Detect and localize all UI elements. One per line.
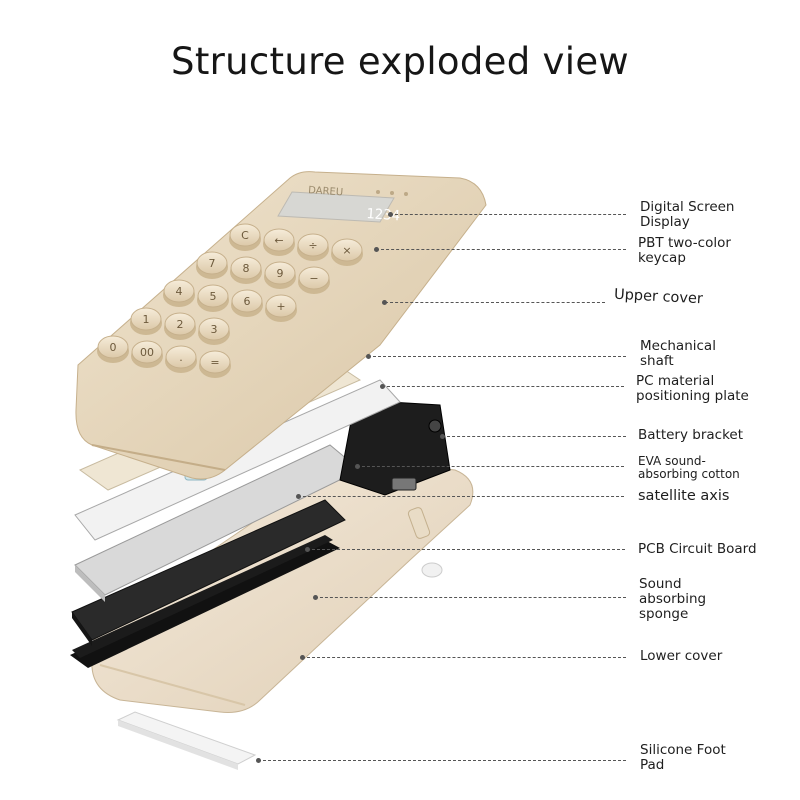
keycap-legend: 1 [143, 313, 150, 326]
battery-bracket-leader [442, 436, 626, 437]
sound-sponge-leader [315, 597, 626, 598]
silicone-foot-dot [256, 758, 261, 763]
upper-cover-dot [382, 300, 387, 305]
digital-screen-leader [390, 214, 626, 215]
silicone-foot-pad-part [116, 711, 257, 770]
keycap: 2 [164, 312, 196, 340]
keycap: 5 [197, 284, 229, 312]
label-mechanical-shaft: Mechanical shaft [640, 338, 716, 369]
keycap: ← [263, 228, 295, 256]
sound-sponge-dot [313, 595, 318, 600]
label-digital-screen: Digital Screen Display [640, 199, 735, 230]
keycap: 9 [264, 261, 296, 289]
keycap-legend: 00 [140, 346, 154, 359]
screen-readout: 1234 [366, 206, 401, 224]
keycap: 00 [131, 340, 163, 368]
sound-absorbing-sponge-part [70, 535, 340, 668]
label-sound-sponge: Sound absorbing sponge [639, 576, 707, 622]
keycap: = [199, 350, 231, 378]
keycap: − [298, 266, 330, 294]
keycap-legend: × [342, 244, 351, 257]
keycap: + [265, 294, 297, 322]
pbt-keycap-dot [374, 247, 379, 252]
satellite-axis-leader [298, 496, 624, 497]
label-lower-cover: Lower cover [640, 648, 723, 664]
keycap: 4 [163, 279, 195, 307]
label-pbt-keycap: PBT two-color keycap [638, 235, 731, 266]
keycap: 0 [97, 335, 129, 363]
mechanical-shaft-dot [366, 354, 371, 359]
pc-plate-leader [382, 386, 624, 387]
keycap: . [165, 345, 197, 373]
battery-bracket-part [339, 399, 451, 496]
keycap-legend: 8 [243, 262, 250, 275]
keycap-legend: ← [274, 234, 283, 247]
satellite-axis-dot [296, 494, 301, 499]
keycap-legend: 2 [177, 318, 184, 331]
keycap-legend: ÷ [308, 239, 317, 252]
keycap: 7 [196, 251, 228, 279]
pcb-board-leader [307, 549, 625, 550]
label-battery-bracket: Battery bracket [638, 427, 744, 443]
lower-cover-leader [302, 657, 626, 658]
keycap: ÷ [297, 233, 329, 261]
keycap-legend: 6 [244, 295, 251, 308]
keycap: × [331, 238, 363, 266]
pbt-keycap-leader [376, 249, 626, 250]
keycap: C [229, 223, 261, 251]
keycap-legend: 9 [277, 267, 284, 280]
mechanical-shaft-leader [368, 356, 626, 357]
keycap-legend: 7 [209, 257, 216, 270]
page-title: Structure exploded view [171, 40, 629, 83]
eva-cotton-dot [355, 464, 360, 469]
upper-cover-leader [385, 302, 605, 303]
upper-cover-part: DAREU 1234 [75, 171, 487, 480]
brand-logo: DAREU [308, 185, 344, 198]
keycap-legend: 0 [110, 341, 117, 354]
label-pc-plate: PC material positioning plate [636, 373, 749, 404]
pc-plate-dot [380, 384, 385, 389]
digital-screen-dot [388, 212, 393, 217]
eva-cotton-leader [357, 466, 624, 467]
keycap-legend: 5 [210, 290, 217, 303]
keycap: 8 [230, 256, 262, 284]
label-pcb-board: PCB Circuit Board [638, 541, 757, 557]
keycap-legend: C [241, 229, 249, 242]
pcb-board-dot [305, 547, 310, 552]
keycap: 1 [130, 307, 162, 335]
battery-bracket-dot [440, 434, 445, 439]
keycap-legend: . [179, 351, 183, 364]
keycap-legend: + [276, 300, 285, 313]
keycap: 6 [231, 289, 263, 317]
pcb-board-part [71, 499, 346, 646]
keycap-legend: 3 [211, 323, 218, 336]
label-satellite-axis: satellite axis [638, 488, 730, 504]
silicone-foot-leader [258, 760, 626, 761]
keycap-legend: = [210, 356, 219, 369]
label-silicone-foot: Silicone Foot Pad [640, 742, 726, 773]
label-eva-cotton: EVA sound- absorbing cotton [638, 454, 740, 481]
keycap: 3 [198, 317, 230, 345]
keycap-legend: − [309, 272, 318, 285]
lower-cover-dot [300, 655, 305, 660]
keycap-legend: 4 [176, 285, 183, 298]
